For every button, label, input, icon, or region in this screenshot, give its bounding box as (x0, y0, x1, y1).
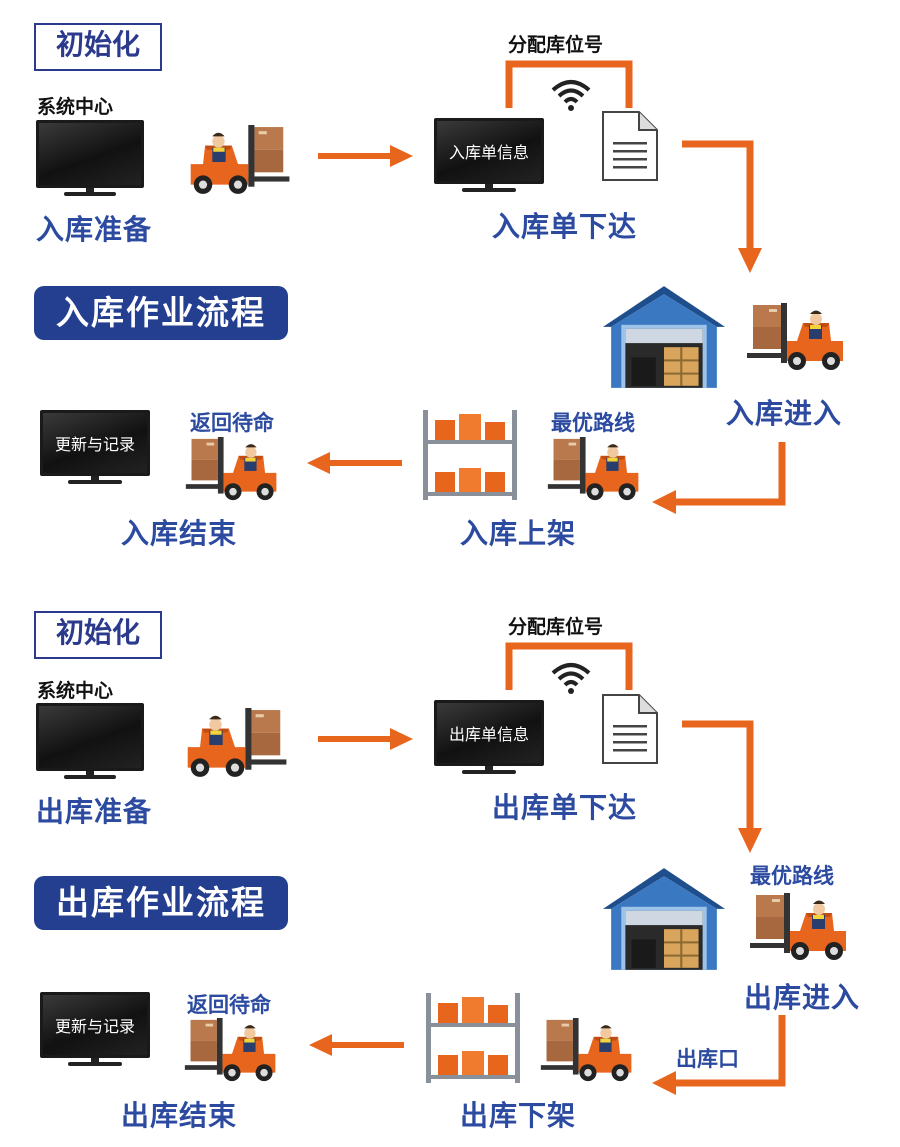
warehouse-icon (603, 868, 725, 970)
system-center-label: 系统中心 (37, 96, 114, 118)
init-box: 初始化 (34, 611, 162, 659)
return-standby-label: 返回待命 (187, 993, 271, 1017)
outbound-enter-label: 出库进入 (744, 981, 861, 1014)
shelf-icon (426, 993, 520, 1083)
exit-port-label: 出库口 (676, 1047, 739, 1071)
arrow-left-icon (307, 452, 402, 474)
outbound-end-label: 出库结束 (121, 1099, 238, 1132)
inbound-prepare-label: 入库准备 (36, 213, 153, 246)
arrow-down-left-icon (652, 442, 786, 514)
init-box: 初始化 (34, 23, 162, 71)
system-monitor (36, 703, 144, 779)
document-icon (602, 111, 658, 181)
forklift-icon (187, 708, 287, 777)
outbound-unshelve-label: 出库下架 (460, 1099, 577, 1132)
return-standby-label: 返回待命 (190, 411, 274, 435)
outbound-prepare-label: 出库准备 (36, 795, 153, 828)
forklift-icon (190, 125, 290, 194)
arrow-right-icon (318, 145, 413, 167)
arrow-down-left-icon (652, 1015, 786, 1095)
forklift-icon (745, 303, 849, 373)
inbound-process-banner: 入库作业流程 (34, 286, 288, 340)
arrow-right-icon (318, 728, 413, 750)
assign-slot-label: 分配库位号 (508, 34, 604, 56)
order-monitor: 出库单信息 (434, 700, 544, 774)
optimal-route-label: 最优路线 (551, 411, 635, 435)
wifi-icon (551, 80, 591, 113)
order-issue-label: 出库单下达 (492, 791, 638, 824)
order-issue-label: 入库单下达 (492, 210, 638, 243)
arrow-left-icon (309, 1034, 404, 1056)
forklift-icon (545, 437, 645, 503)
inbound-shelve-label: 入库上架 (460, 517, 577, 550)
forklift-icon (538, 1018, 638, 1084)
forklift-icon (748, 893, 852, 963)
warehouse-icon (603, 286, 725, 388)
forklift-icon (182, 1018, 282, 1084)
forklift-icon (183, 437, 283, 503)
order-monitor: 入库单信息 (434, 118, 544, 192)
wifi-icon (551, 663, 591, 696)
shelf-icon (423, 410, 517, 500)
arrow-down-right-icon (682, 140, 762, 273)
connection-bracket (505, 60, 633, 108)
connection-bracket (505, 642, 633, 690)
outbound-process-banner: 出库作业流程 (34, 876, 288, 930)
document-icon (602, 694, 658, 764)
arrow-down-right-icon (682, 720, 762, 853)
optimal-route-label: 最优路线 (750, 864, 834, 888)
system-monitor (36, 120, 144, 196)
update-monitor: 更新与记录 (40, 992, 150, 1066)
inbound-enter-label: 入库进入 (726, 397, 843, 430)
assign-slot-label: 分配库位号 (508, 616, 604, 638)
inbound-end-label: 入库结束 (121, 517, 238, 550)
update-monitor: 更新与记录 (40, 410, 150, 484)
system-center-label: 系统中心 (37, 680, 114, 702)
